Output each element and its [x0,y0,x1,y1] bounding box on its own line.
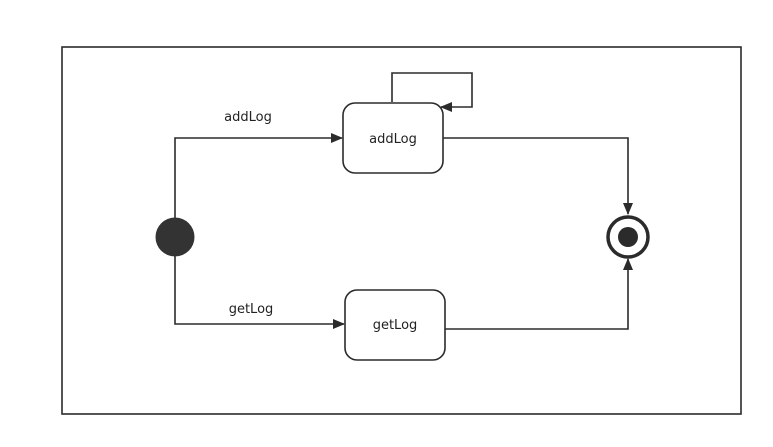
state-label-getlog: getLog [373,318,418,333]
transition-start-to-getlog[interactable] [174,256,345,329]
transition-start-to-addlog[interactable] [174,133,343,218]
transition-addlog-self-loop[interactable] [391,72,473,112]
transition-getlog-to-final[interactable] [445,258,633,330]
transition-label-addlog: addLog [224,110,272,125]
state-getlog[interactable]: getLog [344,289,446,361]
final-state[interactable] [606,215,650,259]
transition-label-getlog: getLog [229,302,274,317]
state-addlog[interactable]: addLog [342,102,444,174]
state-label-addlog: addLog [369,132,417,147]
initial-state[interactable] [155,217,195,257]
transition-addlog-to-final[interactable] [443,137,633,215]
